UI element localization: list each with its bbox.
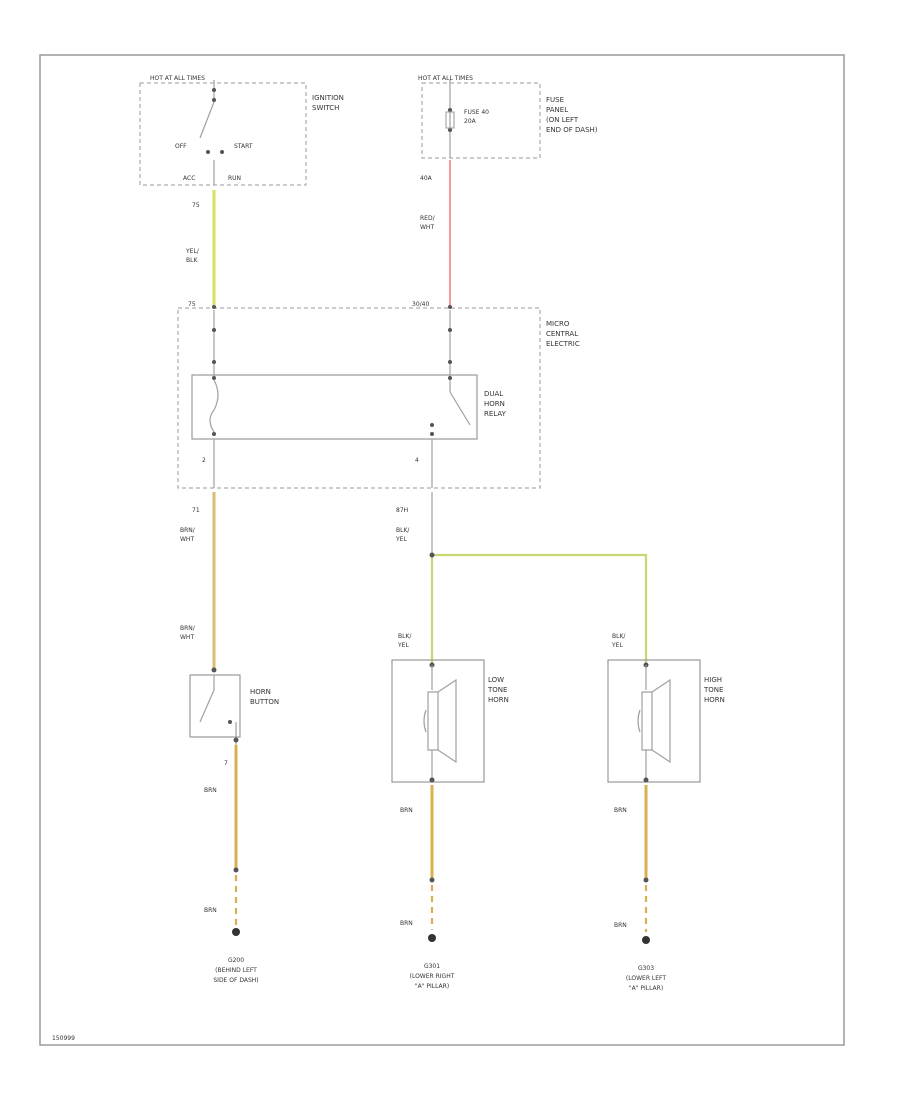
fuse-inner-line2: 20A (464, 118, 477, 125)
relay-name-line1: DUAL (484, 390, 503, 398)
ground-g200-id: G200 (228, 957, 244, 964)
wire-label-red-wht-2: WHT (420, 224, 434, 231)
ignition-header: HOT AT ALL TIMES (150, 75, 205, 82)
wire-label-brn-4: BRN (400, 920, 413, 927)
pin-label-75: 75 (188, 301, 196, 308)
wire-label-yel-blk-2: BLK (186, 257, 198, 264)
ground-g301: G301 (LOWER RIGHT "A" PILLAR) (410, 934, 455, 990)
ground-g200-line1: (BEHIND LEFT (215, 967, 257, 974)
low-horn-name-line2: TONE (487, 686, 507, 694)
footer-code: 150999 (52, 1035, 75, 1042)
fuse-inner-line1: FUSE 40 (464, 109, 489, 116)
wire-label-brn-1: BRN (204, 787, 217, 794)
high-horn-name-line2: TONE (703, 686, 723, 694)
wire-label-blk-yel-1: BLK/ (396, 527, 410, 534)
high-horn-name-line3: HORN (704, 696, 725, 704)
wire-label-brn-wht-2: WHT (180, 536, 194, 543)
ignition-off-label: OFF (175, 143, 187, 150)
pin-label-2: 2 (202, 457, 206, 464)
fuse-panel: HOT AT ALL TIMES FUSE 40 20A FUSE PANEL … (418, 75, 598, 159)
high-horn-name-line1: HIGH (704, 676, 722, 684)
low-horn-name-line3: HORN (488, 696, 509, 704)
diagram-frame (39, 54, 845, 1046)
ground-g303: G303 (LOWER LEFT "A" PILLAR) (626, 936, 666, 992)
ignition-name-line2: SWITCH (312, 104, 339, 112)
fuse-header: HOT AT ALL TIMES (418, 75, 473, 82)
wire-label-blk-yel-high-1: BLK/ (612, 633, 626, 640)
ignition-name-line1: IGNITION (312, 94, 344, 102)
central-name-line2: CENTRAL (546, 330, 578, 338)
low-tone-horn: LOW TONE HORN (391, 659, 509, 783)
ground-g200-line2: SIDE OF DASH) (213, 977, 258, 984)
ignition-start-label: START (234, 143, 253, 150)
relay-name-line2: HORN (484, 400, 505, 408)
ground-g303-icon (642, 936, 650, 944)
high-tone-horn: HIGH TONE HORN (607, 659, 725, 783)
wire-label-brn-6: BRN (614, 922, 627, 929)
wire-label-brn-2: BRN (204, 907, 217, 914)
central-name-line3: ELECTRIC (546, 340, 580, 348)
wire-label-brn-wht-b2: WHT (180, 634, 194, 641)
ignition-run-label: RUN (228, 175, 241, 182)
ignition-switch: HOT AT ALL TIMES IGNITION SWITCH OFF STA… (139, 75, 344, 186)
wire-label-71: 71 (192, 507, 200, 514)
wire-label-brn-wht-b1: BRN/ (180, 625, 196, 632)
wire-label-blk-yel-high-2: YEL (611, 642, 623, 649)
ground-g303-line1: (LOWER LEFT (626, 975, 666, 982)
ground-g301-id: G301 (424, 963, 440, 970)
wire-label-blk-yel-2: YEL (395, 536, 407, 543)
ground-g301-line2: "A" PILLAR) (415, 983, 449, 990)
wire-label-blk-yel-low-2: YEL (397, 642, 409, 649)
wire-label-7: 7 (224, 760, 228, 767)
horn-button: HORN BUTTON (189, 667, 279, 745)
fuse-name-line3: (ON LEFT (546, 116, 579, 124)
low-horn-name-line1: LOW (488, 676, 504, 684)
pin-label-30-40: 30/40 (412, 301, 429, 308)
ground-g200: G200 (BEHIND LEFT SIDE OF DASH) (213, 928, 259, 984)
wire-label-yel-blk-1: YEL/ (185, 248, 200, 255)
ignition-acc-label: ACC (183, 175, 195, 182)
wire-label-blk-yel-low-1: BLK/ (398, 633, 412, 640)
micro-central-electric: 75 30/40 MICRO CENTRAL ELECTRIC DUAL HOR… (177, 301, 580, 489)
wire-label-red-wht-1: RED/ (420, 215, 436, 222)
fuse-name-line1: FUSE (546, 96, 564, 104)
ground-g200-icon (232, 928, 240, 936)
ground-g303-line2: "A" PILLAR) (629, 985, 663, 992)
horn-button-name-line1: HORN (250, 688, 271, 696)
ground-g301-line1: (LOWER RIGHT (410, 973, 455, 980)
fuse-name-line4: END OF DASH) (546, 126, 598, 134)
wire-label-brn-5: BRN (614, 807, 627, 814)
dual-horn-relay: DUAL HORN RELAY (191, 374, 507, 440)
wire-label-87h: 87H (396, 507, 408, 514)
ground-g301-icon (428, 934, 436, 942)
wire-blk-yel-branch (432, 553, 648, 665)
wire-label-brn-wht-1: BRN/ (180, 527, 196, 534)
central-name-line1: MICRO (546, 320, 570, 328)
relay-name-line3: RELAY (484, 410, 507, 418)
horn-button-name-line2: BUTTON (250, 698, 279, 706)
wire-label-40a: 40A (420, 175, 433, 182)
pin-label-4: 4 (415, 457, 419, 464)
ground-g303-id: G303 (638, 965, 654, 972)
wire-label-75-top: 75 (192, 202, 200, 209)
fuse-name-line2: PANEL (546, 106, 568, 114)
wire-label-brn-3: BRN (400, 807, 413, 814)
